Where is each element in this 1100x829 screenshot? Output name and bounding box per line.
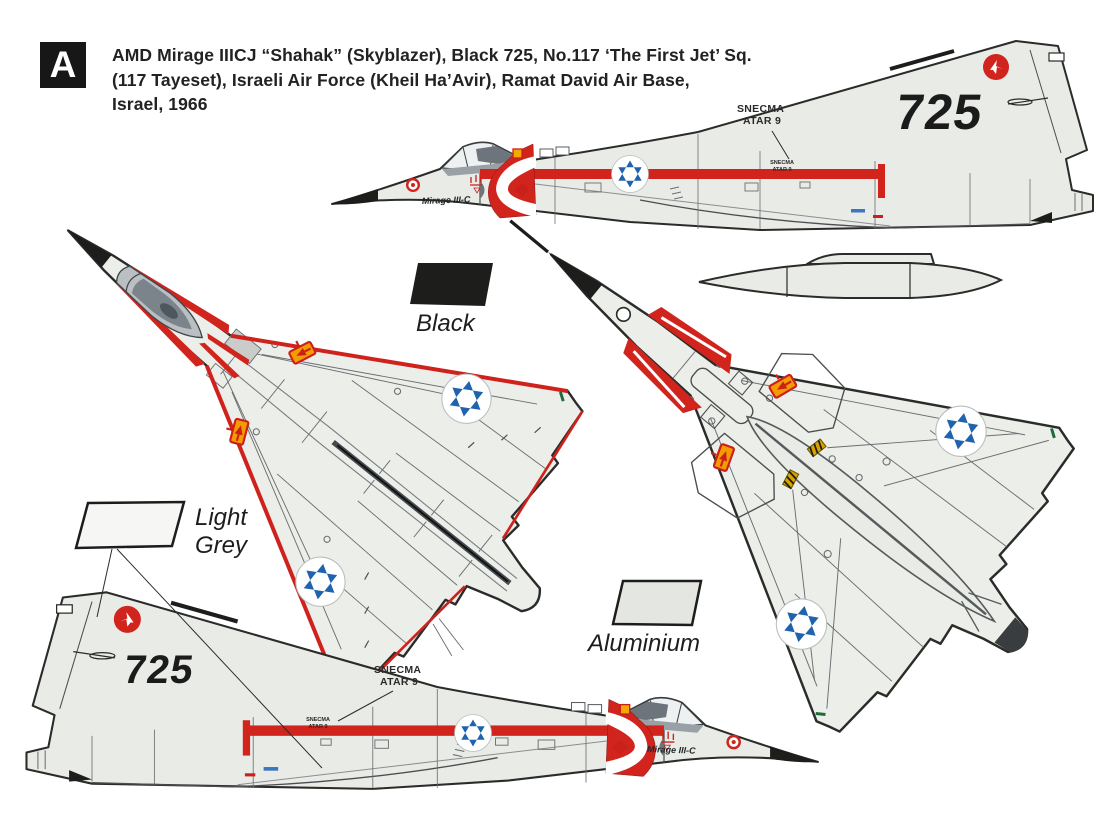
swatch-black-label: Black — [416, 310, 475, 337]
tail-number-bottom: 725 — [121, 647, 197, 692]
svg-text:ATAR 9: ATAR 9 — [772, 167, 791, 173]
callout-engine-bottom: SNECMA ATAR 9 — [374, 664, 422, 688]
nose-script-top: Mirage III-C — [422, 194, 471, 206]
swatch-black-shape — [410, 263, 493, 306]
drop-tank-view — [698, 253, 1004, 299]
top-plan-view — [0, 83, 654, 751]
page-title: AMD Mirage IIICJ “Shahak” (Skyblazer), B… — [112, 43, 1012, 117]
engine-stencil-top: SNECMA ATAR 9 — [770, 160, 794, 173]
nose-script-bottom: Mirage III-C — [647, 744, 696, 756]
side-profile-top-view: 725 Mirage III-C SNECMA ATAR 9 — [330, 39, 1095, 232]
nose-cone — [548, 252, 603, 300]
title-line-2: (117 Tayeset), Israeli Air Force (Kheil … — [112, 69, 690, 90]
svg-text:SNECMA: SNECMA — [770, 160, 794, 166]
svg-text:SNECMA: SNECMA — [306, 717, 330, 723]
swatch-aluminium-shape — [611, 579, 703, 627]
swatch-aluminium — [611, 579, 703, 627]
swatch-black — [410, 263, 493, 306]
bottom-plan-view — [428, 106, 1100, 793]
swatch-light-grey-label: Light Grey — [195, 504, 248, 559]
nose-cone — [68, 230, 112, 268]
swatch-aluminium-label: Aluminium — [588, 630, 701, 657]
swatch-light-grey — [74, 500, 186, 550]
title-line-3: Israel, 1966 — [112, 94, 208, 114]
svg-text:ATAR 9: ATAR 9 — [308, 724, 327, 730]
side-profile-bottom-view: 725 Mirage III-C SNECMA ATAR 9 — [25, 580, 870, 825]
tail-number-top: 725 — [892, 84, 986, 140]
star-roundel-bottom-profile — [455, 715, 492, 752]
variant-letter: A — [49, 44, 77, 85]
engine-stencil-bottom: SNECMA ATAR 9 — [306, 717, 330, 730]
variant-marker: A — [40, 42, 86, 88]
swatch-light-grey-shape — [74, 500, 186, 550]
title-line-1: AMD Mirage IIICJ “Shahak” (Skyblazer), B… — [112, 45, 752, 65]
callout-engine-top: SNECMA ATAR 9 — [737, 103, 785, 127]
